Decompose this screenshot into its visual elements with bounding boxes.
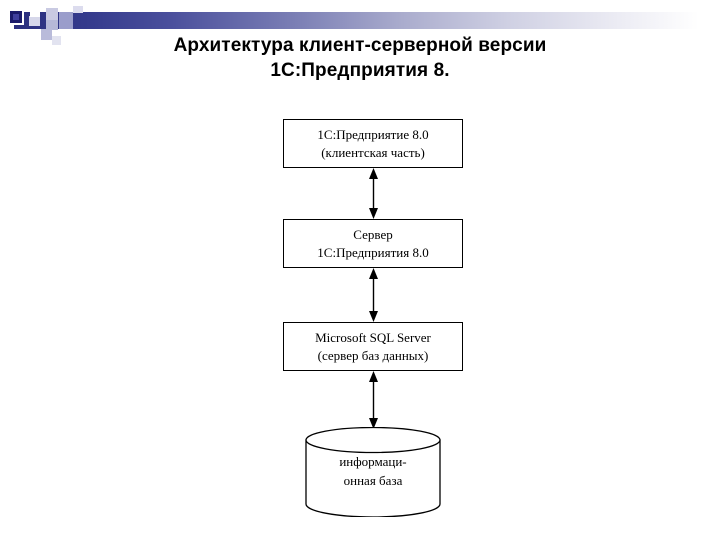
page-title: Архитектура клиент-серверной версии 1С:П…: [110, 33, 610, 83]
diagram-node-server-line-1: Сервер: [353, 226, 393, 242]
connector-sql-database-arrow: [369, 371, 378, 429]
ornament-square-medium-a: [59, 12, 73, 29]
diagram-node-client-line-1: 1С:Предприятие 8.0: [317, 126, 429, 142]
ornament-square-medium-c: [41, 29, 52, 40]
page-title-line-1: Архитектура клиент-серверной версии: [173, 35, 547, 56]
diagram-node-server: Сервер 1С:Предприятия 8.0: [283, 219, 463, 268]
ornament-square-light-c: [52, 36, 61, 45]
diagram-node-client-line-2: (клиентская часть): [321, 144, 425, 160]
page-title-line-2: 1С:Предприятия 8.: [270, 60, 450, 81]
ornament-accent-square-inner: [13, 14, 19, 20]
diagram-node-client: 1С:Предприятие 8.0 (клиентская часть): [283, 119, 463, 168]
diagram-node-server-line-2: 1С:Предприятия 8.0: [317, 244, 429, 260]
diagram-node-database-cylinder: [305, 427, 441, 517]
diagram-node-sql-server: Microsoft SQL Server (сервер баз данных): [283, 322, 463, 371]
connector-client-server-arrow: [369, 168, 378, 219]
ornament-notch: [30, 12, 40, 17]
ornament-square-medium-b: [46, 20, 58, 30]
ornament-square-light-a: [46, 8, 58, 20]
header-ornament: [0, 0, 720, 50]
ornament-square-light-b: [29, 16, 40, 26]
ornament-square-light-top: [73, 6, 83, 13]
diagram-node-sql-server-line-1: Microsoft SQL Server: [315, 329, 431, 345]
connector-server-sql-arrow: [369, 268, 378, 322]
gradient-bar-decoration: [14, 12, 720, 29]
diagram-node-sql-server-line-2: (сервер баз данных): [317, 347, 429, 363]
